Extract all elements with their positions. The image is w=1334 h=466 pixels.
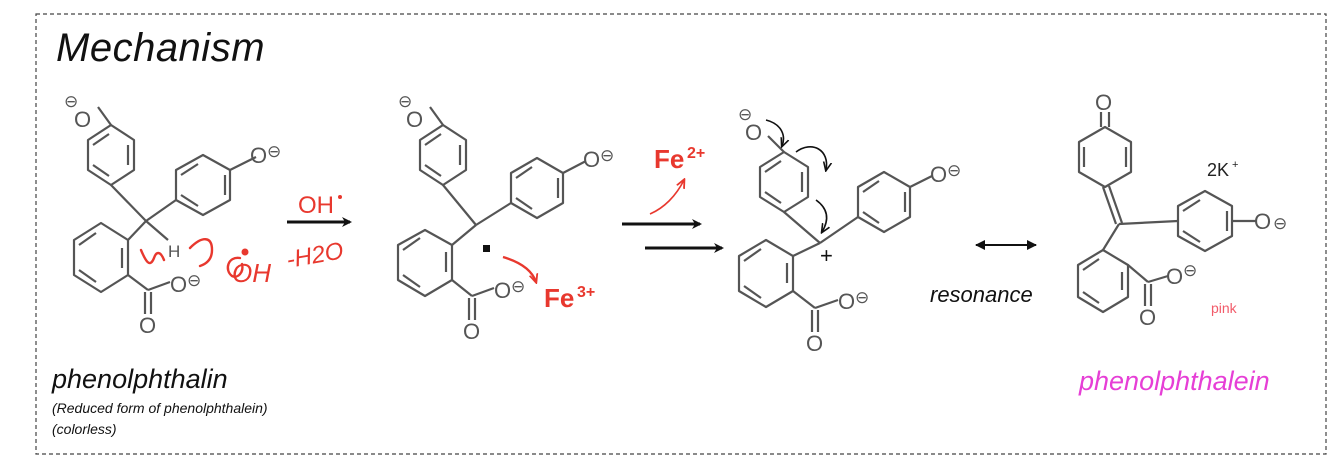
positive-charge: + — [820, 243, 833, 268]
page-title: Mechanism — [56, 26, 266, 70]
pink-label: pink — [1211, 300, 1238, 316]
handwritten-annotations-1 — [139, 238, 244, 278]
radical-center-icon — [483, 245, 490, 252]
reagent-oh-radical: OH — [298, 192, 334, 219]
hw-water-loss: -H2O — [284, 237, 345, 274]
iron-3: Fe — [544, 283, 574, 313]
atom-o-5: O — [406, 107, 423, 132]
electron-pushing-arrows — [765, 119, 827, 232]
charge-1b: ⊖ — [267, 142, 281, 161]
charge-3c: ⊖ — [855, 288, 869, 307]
curly-arrow-ring-icon — [795, 146, 827, 170]
charge-4a: ⊖ — [1273, 214, 1287, 233]
atom-o-8: O — [463, 319, 480, 344]
product-name: phenolphthalein — [1079, 366, 1270, 396]
atom-o-2: O — [250, 143, 267, 168]
charge-4b: ⊖ — [1183, 261, 1197, 280]
oh-radical-dot-icon — [338, 195, 342, 199]
atom-o-4: O — [139, 313, 156, 338]
iron-2-charge: 2+ — [687, 145, 705, 162]
charge-2c: ⊖ — [511, 277, 525, 296]
hw-oh: OH — [232, 258, 271, 288]
atom-o-7: O — [494, 278, 511, 303]
electron-transfer-arrow-icon — [502, 255, 536, 282]
potassium-label: 2K — [1207, 160, 1229, 180]
atom-o-13: O — [1095, 90, 1112, 115]
atom-o-9: O — [745, 120, 762, 145]
resonance-label: resonance — [930, 282, 1033, 307]
radical-dot-icon — [241, 248, 249, 256]
atom-o-1: O — [74, 107, 91, 132]
hw-c-icon — [226, 256, 244, 278]
atom-o-10: O — [930, 162, 947, 187]
atom-o-6: O — [583, 147, 600, 172]
atom-o-12: O — [806, 331, 823, 356]
atom-o-15: O — [1166, 264, 1183, 289]
reactant-note-2: (colorless) — [52, 421, 117, 437]
atom-o-3: O — [170, 272, 187, 297]
atom-o-14: O — [1254, 209, 1271, 234]
potassium-charge: + — [1232, 159, 1238, 171]
structure-radical — [396, 106, 587, 320]
structure-phenolphthalin — [72, 106, 257, 314]
reactant-note-1: (Reduced form of phenolphthalein) — [52, 400, 268, 416]
structure-phenolphthalein — [1076, 112, 1256, 314]
curly-arrow-cation-icon — [815, 199, 827, 232]
structure-carbocation — [737, 135, 933, 332]
iron-2: Fe — [654, 144, 684, 174]
fe-release-arrow-icon — [649, 180, 684, 215]
atom-h: H — [168, 242, 180, 261]
charge-2b: ⊖ — [600, 146, 614, 165]
charge-2a: ⊖ — [398, 92, 412, 111]
atom-o-16: O — [1139, 305, 1156, 330]
charge-1a: ⊖ — [64, 92, 78, 111]
charge-3b: ⊖ — [947, 161, 961, 180]
curly-arrow-tail-icon — [139, 248, 166, 265]
charge-1c: ⊖ — [187, 271, 201, 290]
charge-3a: ⊖ — [738, 105, 752, 124]
iron-3-charge: 3+ — [577, 284, 595, 301]
reactant-name: phenolphthalin — [52, 364, 228, 394]
curly-arrow-h-icon — [188, 238, 214, 268]
atom-o-11: O — [838, 289, 855, 314]
dashed-frame — [35, 13, 1327, 455]
curly-arrow-o-icon — [765, 119, 783, 146]
